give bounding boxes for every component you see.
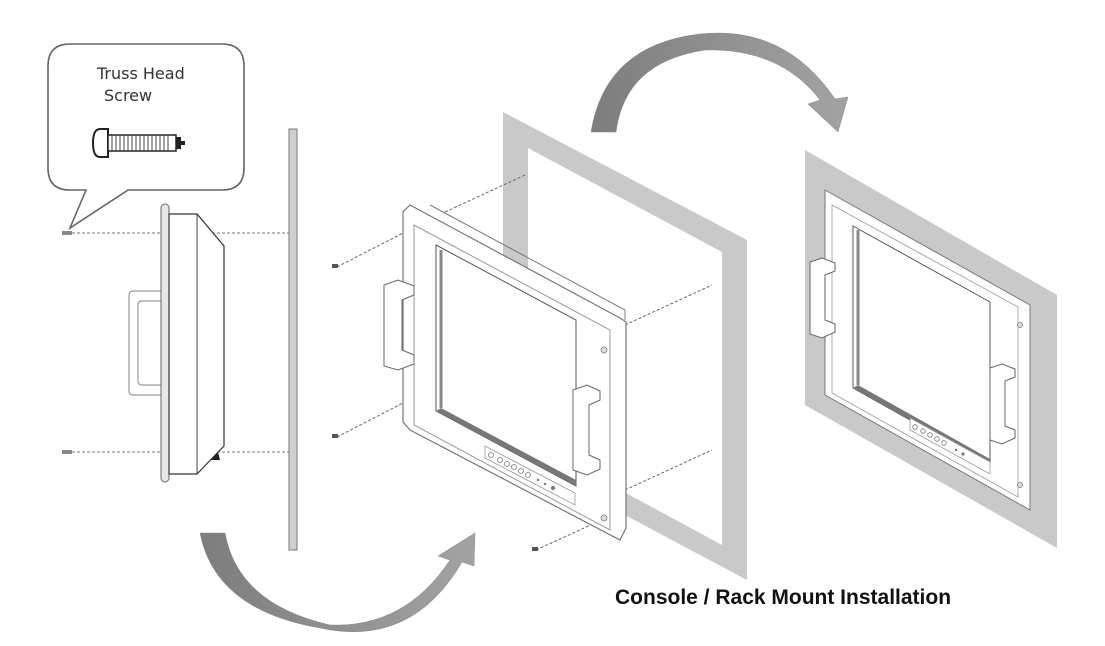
arrow-step1-to-step2 — [199, 532, 476, 632]
gasket-panel — [288, 128, 298, 551]
handle-right — [572, 384, 601, 476]
step1-side-view — [62, 128, 298, 551]
diagram-caption: Console / Rack Mount Installation — [615, 586, 952, 609]
callout-line2: Screw — [104, 86, 153, 105]
monitor-exploded — [383, 204, 627, 541]
screw-icon — [62, 231, 72, 235]
control-panel — [484, 445, 576, 506]
callout-line1: Truss Head — [97, 64, 185, 83]
screw-icon — [62, 450, 72, 454]
handle-left — [383, 279, 415, 371]
step3-installed-view — [805, 150, 1057, 548]
callout-label: Truss Head Screw — [97, 63, 185, 107]
arrow-step2-to-step3 — [590, 32, 849, 133]
truss-head-screw-icon — [91, 128, 185, 158]
step2-exploded-view — [332, 112, 747, 580]
